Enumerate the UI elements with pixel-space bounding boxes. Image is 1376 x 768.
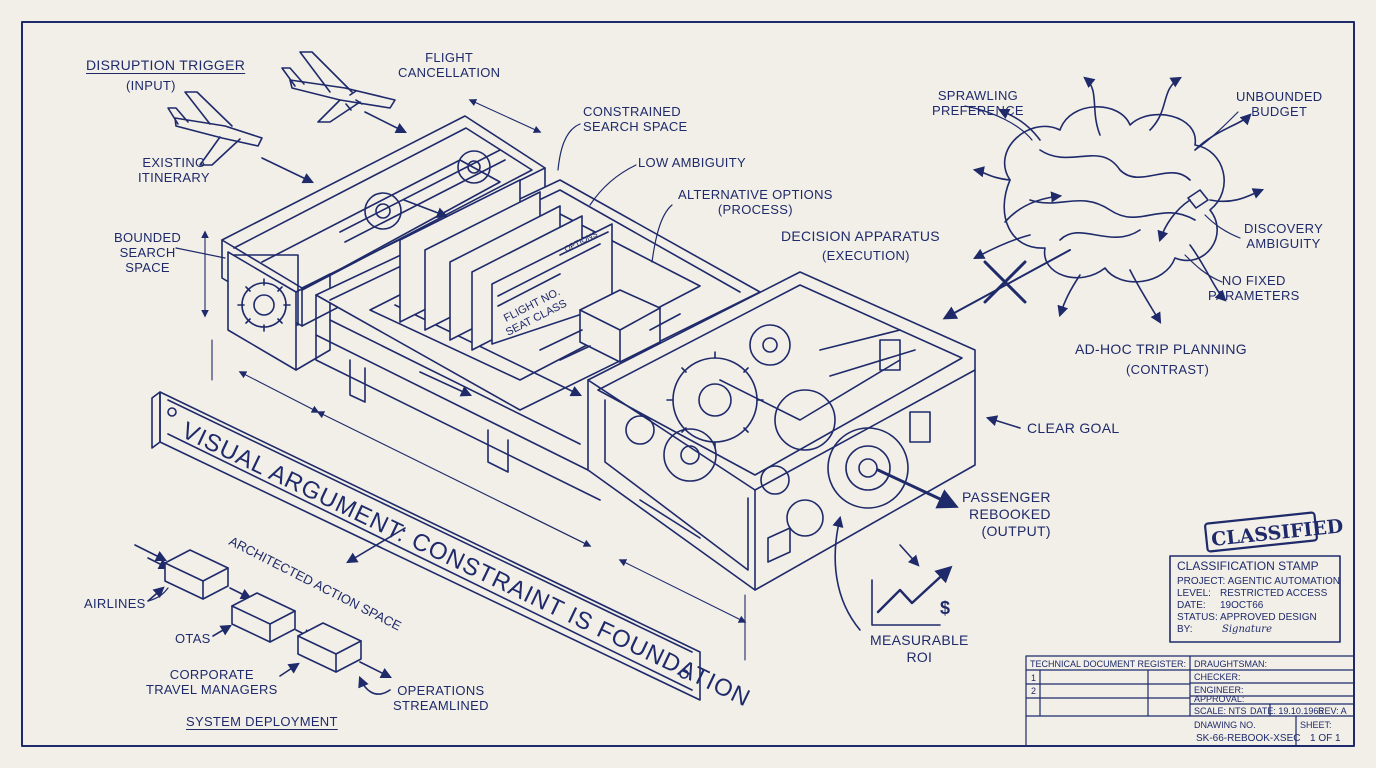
otas-label: OTAs <box>175 631 211 646</box>
disruption-input-label: (INPUT) <box>126 78 176 93</box>
title-block <box>1025 655 1355 747</box>
date-label: DATE: 19.10.1966 <box>1250 706 1324 716</box>
stamp-signature: Signature <box>1222 624 1273 635</box>
unbounded-budget-label: UNBOUNDED BUDGET <box>1236 89 1323 119</box>
operations-streamlined-label: OPERATIONS STREAMLINED <box>393 683 489 713</box>
approval-label: APPROVAL: <box>1194 694 1245 704</box>
plane-existing-icon <box>167 91 263 166</box>
checker-label: CHECKER: <box>1194 672 1241 682</box>
deployment-flow <box>134 544 393 695</box>
decision-execution-label: (EXECUTION) <box>822 248 910 263</box>
process-block <box>539 289 681 363</box>
sprawl-cloud <box>972 76 1265 324</box>
existing-itinerary-label: EXISTING ITINERARY <box>138 155 210 185</box>
register-row-2: 2 <box>1031 686 1037 696</box>
itinerary-arrow <box>261 157 315 184</box>
frame-border <box>21 21 1355 747</box>
clear-goal-label: CLEAR GOAL <box>1027 420 1120 436</box>
scale-label: SCALE: NTS <box>1194 706 1247 716</box>
stamp-status-value: APPROVED DESIGN <box>1220 612 1317 623</box>
stamp-project: PROJECT: AGENTIC AUTOMATION <box>1177 576 1340 587</box>
airlines-label: AIRLINES <box>84 596 146 611</box>
decision-apparatus <box>587 271 976 591</box>
register-label: TECHNICAL DOCUMENT REGISTER: <box>1030 659 1187 669</box>
adhoc-trip-planning-label: AD-HOC TRIP PLANNING <box>1075 341 1247 357</box>
discovery-ambiguity-label: DISCOVERY AMBIGUITY <box>1244 221 1324 251</box>
flight-cancellation-label: FLIGHT CANCELLATION <box>398 50 501 80</box>
draughtsman-label: DRAUGHTSMAN: <box>1194 659 1268 669</box>
decision-apparatus-label: DECISION APPARATUS <box>781 228 940 244</box>
clear-goal-arrow <box>985 415 1021 429</box>
dimension-lines <box>201 99 747 661</box>
roi-chart-icon <box>871 565 953 626</box>
cancellation-arrow <box>364 111 408 134</box>
stamp-date-value: 19OCT66 <box>1220 600 1264 611</box>
sheet-value: 1 OF 1 <box>1310 733 1341 744</box>
drawing-no-label: DNAWING NO. <box>1194 720 1256 730</box>
callout-leaders <box>147 105 1241 602</box>
bounded-search-space-label: BOUNDED SEARCH SPACE <box>114 230 182 275</box>
constrained-search-space-label: CONSTRAINED SEARCH SPACE <box>583 104 688 134</box>
stamp-date-key: DATE: <box>1177 600 1206 611</box>
stamp-title: CLASSIFICATION STAMP <box>1177 559 1319 573</box>
cross-mark-icon <box>983 260 1027 304</box>
adhoc-contrast-label: (CONTRAST) <box>1126 362 1210 377</box>
drawing-no-value: SK-66-REBOOK-XSEC <box>1196 733 1301 744</box>
corporate-travel-managers-label: CORPORATE TRAVEL MANAGERS <box>146 667 278 697</box>
measurable-roi-label: MEASURABLE ROI <box>870 632 969 665</box>
sheet-label: SHEET: <box>1300 720 1332 730</box>
output-shaft-arrow <box>876 468 959 509</box>
register-row-1: 1 <box>1031 673 1037 683</box>
rev-label: REV: A <box>1318 706 1347 716</box>
disruption-trigger-label: DISRUPTION TRIGGER <box>86 57 246 73</box>
system-deployment-label: SYSTEM DEPLOYMENT <box>186 714 338 729</box>
sprawling-preference-label: SPRAWLING PREFERENCE <box>932 88 1024 118</box>
stamp-level-value: RESTRICTED ACCESS <box>1220 588 1328 599</box>
stamp-by-key: BY: <box>1177 624 1193 635</box>
stamp-level-key: LEVEL: <box>1177 588 1211 599</box>
engineer-label: ENGINEER: <box>1194 685 1244 695</box>
no-fixed-parameters-label: NO FIXED PARAMETERS <box>1208 273 1300 303</box>
low-ambiguity-label: LOW AMBIGUITY <box>638 155 746 170</box>
plane-cancelled-icon <box>281 51 396 123</box>
stamp-status-key: STATUS: <box>1177 612 1218 623</box>
passenger-rebooked-label: PASSENGER REBOOKED (OUTPUT) <box>962 489 1051 539</box>
roi-pointer <box>832 515 861 631</box>
search-frame <box>221 115 546 371</box>
alternative-options-label: ALTERNATIVE OPTIONS (PROCESS) <box>678 187 833 217</box>
dollar-icon: $ <box>940 598 950 618</box>
classification-stamp-box <box>1169 511 1341 643</box>
